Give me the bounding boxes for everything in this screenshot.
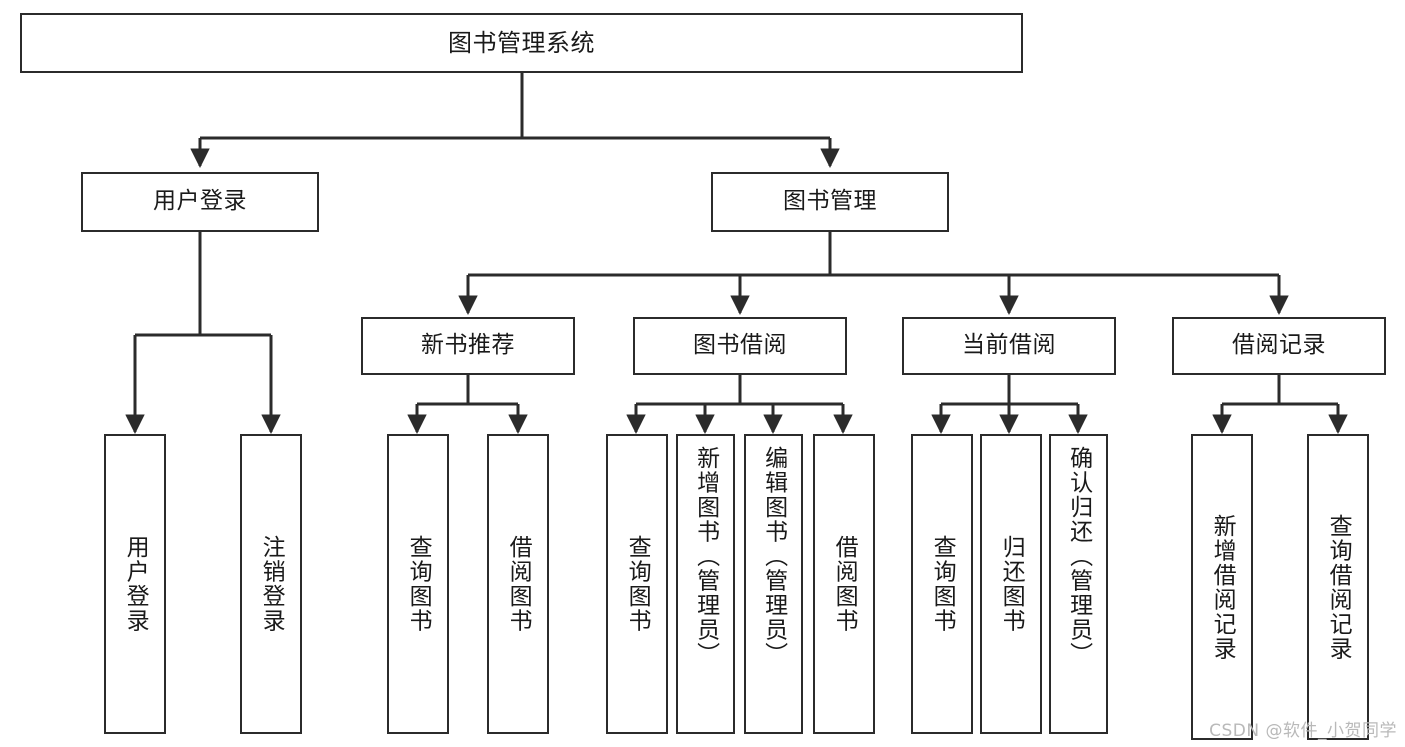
node-label: 图书借阅 bbox=[693, 332, 787, 359]
node-label: 用户登录 bbox=[153, 188, 247, 215]
node-new-book-recommend[interactable]: 新书推荐 bbox=[361, 317, 575, 375]
node-label: 新书推荐 bbox=[421, 332, 515, 359]
node-user-login[interactable]: 用户登录 bbox=[81, 172, 319, 232]
node-label: 编辑图书（管理员） bbox=[760, 446, 787, 667]
leaf-book-borrow-add-book-admin[interactable]: 新增图书（管理员） bbox=[676, 434, 735, 734]
node-root-system[interactable]: 图书管理系统 bbox=[20, 13, 1023, 73]
node-label: 新增借阅记录 bbox=[1209, 513, 1236, 661]
node-borrow-record[interactable]: 借阅记录 bbox=[1172, 317, 1386, 375]
leaf-book-borrow-borrow-book[interactable]: 借阅图书 bbox=[813, 434, 875, 734]
leaf-current-borrow-query-book[interactable]: 查询图书 bbox=[911, 434, 973, 734]
node-label: 借阅图书 bbox=[831, 535, 858, 633]
node-book-management[interactable]: 图书管理 bbox=[711, 172, 949, 232]
node-label: 查询借阅记录 bbox=[1325, 513, 1352, 661]
leaf-new-book-borrow-book[interactable]: 借阅图书 bbox=[487, 434, 549, 734]
node-label: 借阅记录 bbox=[1232, 332, 1326, 359]
node-book-borrow[interactable]: 图书借阅 bbox=[633, 317, 847, 375]
watermark-text: CSDN @软件_小贺同学 bbox=[1209, 721, 1397, 741]
node-label: 确认归还（管理员） bbox=[1065, 446, 1092, 667]
node-label: 图书管理系统 bbox=[448, 28, 595, 57]
node-label: 查询图书 bbox=[624, 535, 651, 633]
node-label: 用户登录 bbox=[122, 535, 149, 633]
leaf-user-login-login[interactable]: 用户登录 bbox=[104, 434, 166, 734]
node-label: 当前借阅 bbox=[962, 332, 1056, 359]
leaf-book-borrow-edit-book-admin[interactable]: 编辑图书（管理员） bbox=[744, 434, 803, 734]
node-label: 归还图书 bbox=[998, 535, 1025, 633]
node-label: 图书管理 bbox=[783, 188, 877, 215]
leaf-new-book-query-book[interactable]: 查询图书 bbox=[387, 434, 449, 734]
node-label: 查询图书 bbox=[929, 535, 956, 633]
leaf-borrow-record-add-record[interactable]: 新增借阅记录 bbox=[1191, 434, 1253, 740]
leaf-user-login-logout[interactable]: 注销登录 bbox=[240, 434, 302, 734]
leaf-current-borrow-return-book[interactable]: 归还图书 bbox=[980, 434, 1042, 734]
node-label: 注销登录 bbox=[258, 535, 285, 633]
node-label: 借阅图书 bbox=[505, 535, 532, 633]
node-label: 新增图书（管理员） bbox=[692, 446, 719, 667]
leaf-book-borrow-query-book[interactable]: 查询图书 bbox=[606, 434, 668, 734]
leaf-current-borrow-confirm-return-admin[interactable]: 确认归还（管理员） bbox=[1049, 434, 1108, 734]
leaf-borrow-record-query-record[interactable]: 查询借阅记录 bbox=[1307, 434, 1369, 740]
node-current-borrow[interactable]: 当前借阅 bbox=[902, 317, 1116, 375]
node-label: 查询图书 bbox=[405, 535, 432, 633]
